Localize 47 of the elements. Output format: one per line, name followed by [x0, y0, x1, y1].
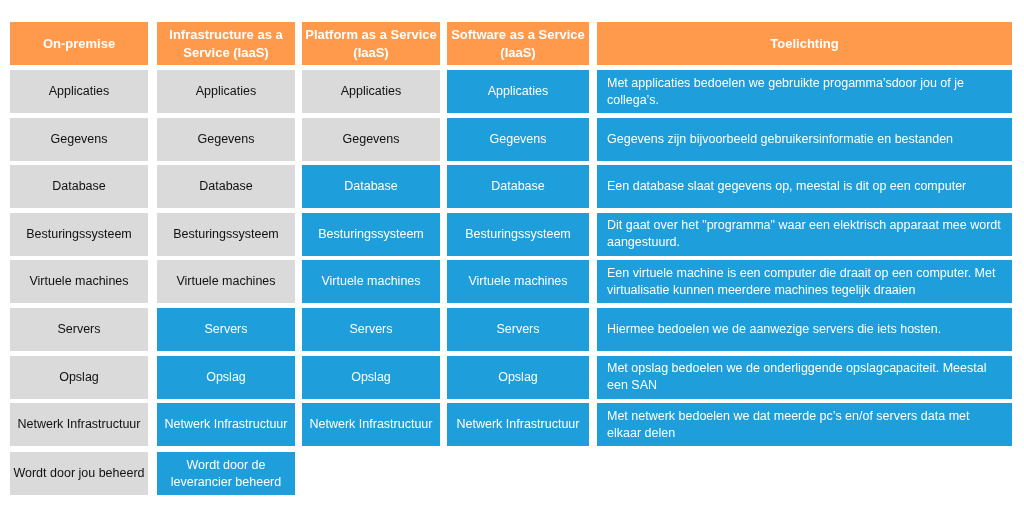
column-header: Software as a Service (IaaS) [447, 22, 589, 65]
table-cell: Besturingssysteem [302, 212, 440, 256]
table-cell: Met opslag bedoelen we de onderliggende opslagcapaciteit. Meestal een SAN [597, 355, 1012, 399]
table-cell: Servers [157, 308, 295, 351]
table-cell: Netwerk Infrastructuur [447, 403, 589, 447]
table-cell: Virtuele machines [10, 260, 148, 304]
table-cell: Virtuele machines [157, 260, 295, 304]
legend-item: Wordt door de leverancier beheerd [157, 452, 295, 495]
table-cell: Applicaties [302, 70, 440, 113]
table-cell: Dit gaat over het "programma" waar een elektrisch apparaat mee wordt aangestuurd. [597, 212, 1012, 256]
table-cell: Gegevens [447, 117, 589, 161]
table-cell: Hiermee bedoelen we de aanwezige servers die iets hosten. [597, 308, 1012, 351]
table-cell: Gegevens [10, 117, 148, 161]
table-cell: Opslag [302, 355, 440, 399]
table-cell: Virtuele machines [302, 260, 440, 304]
table-cell: Servers [302, 308, 440, 351]
table-cell: Virtuele machines [447, 260, 589, 304]
table-cell: Database [447, 165, 589, 209]
table-cell: Applicaties [447, 70, 589, 113]
table-cell: Opslag [157, 355, 295, 399]
table-cell: Gegevens [157, 117, 295, 161]
table-cell: Database [157, 165, 295, 209]
table-cell: Besturingssysteem [447, 212, 589, 256]
table-cell: Netwerk Infrastructuur [302, 403, 440, 447]
table-cell: Opslag [10, 355, 148, 399]
table-cell: Met netwerk bedoelen we dat meerde pc’s en/of servers data met elkaar delen [597, 403, 1012, 447]
table-cell: Servers [447, 308, 589, 351]
column-header: Infrastructure as a Service (IaaS) [157, 22, 295, 65]
table-cell: Applicaties [157, 70, 295, 113]
table-cell: Met applicaties bedoelen we gebruikte progamma’sdoor jou of je collega’s. [597, 70, 1012, 113]
table-cell: Gegevens [302, 117, 440, 161]
table-cell: Database [10, 165, 148, 209]
table-cell: Applicaties [10, 70, 148, 113]
table-cell: Servers [10, 308, 148, 351]
table-cell: Database [302, 165, 440, 209]
table-cell: Netwerk Infrastructuur [10, 403, 148, 447]
table-cell: Besturingssysteem [10, 212, 148, 256]
column-header: Toelichting [597, 22, 1012, 65]
table-cell: Een database slaat gegevens op, meestal is dit op een computer [597, 165, 1012, 209]
table-cell: Netwerk Infrastructuur [157, 403, 295, 447]
table-cell: Opslag [447, 355, 589, 399]
column-header: Platform as a Service (IaaS) [302, 22, 440, 65]
table-cell: Besturingssysteem [157, 212, 295, 256]
table-cell: Een virtuele machine is een computer die draait op een computer. Met virtualisatie kunnen meerdere machines tegelijk draaien [597, 260, 1012, 304]
legend-item: Wordt door jou beheerd [10, 452, 148, 495]
table-cell: Gegevens zijn bijvoorbeeld gebruikersinformatie en bestanden [597, 117, 1012, 161]
column-header: On-premise [10, 22, 148, 65]
